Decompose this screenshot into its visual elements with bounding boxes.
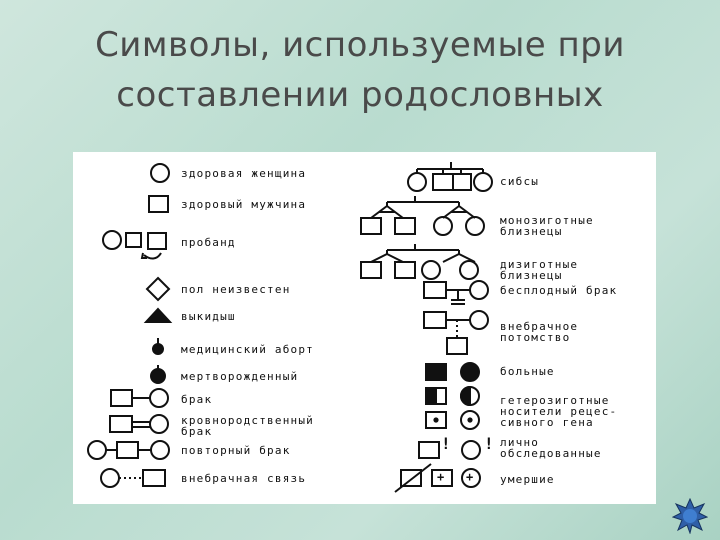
examined-mark-female: ! bbox=[484, 434, 495, 453]
repeated-marriage-symbol bbox=[87, 440, 170, 460]
label-deceased: умершие bbox=[500, 473, 555, 486]
deceased-plus-female: + bbox=[466, 470, 475, 484]
pedigree-symbols-drawing bbox=[87, 162, 493, 493]
marriage-symbol bbox=[110, 388, 169, 408]
label-dizygotic-twins: дизиготные близнецы bbox=[500, 258, 579, 282]
miscarriage-symbol bbox=[143, 307, 173, 323]
deceased-symbol bbox=[394, 463, 481, 493]
affected-symbol bbox=[425, 362, 480, 382]
slide-title-line-1: Символы, используемые при bbox=[95, 25, 625, 65]
stillborn-symbol bbox=[150, 365, 166, 384]
label-affected: больные bbox=[500, 365, 555, 378]
label-miscarriage: выкидыш bbox=[181, 310, 236, 323]
extramarital-relationship-symbol bbox=[100, 468, 166, 488]
label-personally-examined: лично обследованные bbox=[500, 436, 602, 460]
slide-navigation-button[interactable] bbox=[671, 497, 709, 535]
navigation-star-icon bbox=[671, 497, 709, 535]
healthy-male-symbol bbox=[148, 195, 169, 213]
label-sex-unknown: пол неизвестен bbox=[181, 283, 291, 296]
siblings-symbol bbox=[407, 162, 493, 192]
slide-title: Символы, используемые при составлении ро… bbox=[0, 20, 720, 120]
personally-examined-symbol bbox=[418, 440, 481, 460]
proband-symbol bbox=[102, 230, 167, 260]
consanguineous-marriage-symbol bbox=[109, 414, 169, 434]
childless-marriage-symbol bbox=[423, 280, 489, 305]
label-healthy-male: здоровый мужчина bbox=[181, 198, 307, 211]
extramarital-offspring-symbol bbox=[423, 310, 489, 355]
slide-title-line-2: составлении родословных bbox=[116, 75, 604, 115]
label-childless-marriage: бесплодный брак bbox=[500, 284, 618, 297]
label-repeated-marriage: повторный брак bbox=[181, 444, 291, 457]
examined-mark-male: ! bbox=[441, 434, 452, 453]
heterozygous-carriers-symbol bbox=[425, 385, 480, 430]
healthy-female-symbol bbox=[150, 163, 170, 183]
medical-abortion-symbol bbox=[152, 338, 164, 355]
label-healthy-female: здоровая женщина bbox=[181, 167, 307, 180]
dizygotic-twins-symbol bbox=[360, 244, 479, 280]
deceased-plus-male: + bbox=[437, 470, 446, 484]
label-marriage: брак bbox=[181, 393, 213, 406]
pedigree-symbols-panel: ! ! + + здоровая женщина здоровый мужчин… bbox=[73, 152, 656, 504]
label-heterozygous-carriers: гетерозиготные носители рецес-сивного ге… bbox=[500, 394, 618, 429]
label-siblings: сибсы bbox=[500, 175, 540, 188]
label-monozygotic-twins: монозиготные близнецы bbox=[500, 214, 594, 238]
label-stillborn: мертворожденный bbox=[181, 370, 299, 383]
label-extramarital-relationship: внебрачная связь bbox=[181, 472, 307, 485]
label-extramarital-offspring: внебрачное потомство bbox=[500, 320, 579, 344]
label-proband: пробанд bbox=[181, 236, 236, 249]
monozygotic-twins-symbol bbox=[360, 196, 485, 236]
label-consanguineous-marriage: кровнородственный брак bbox=[181, 414, 314, 438]
label-medical-abortion: медицинский аборт bbox=[181, 343, 314, 356]
sex-unknown-symbol bbox=[145, 276, 171, 302]
